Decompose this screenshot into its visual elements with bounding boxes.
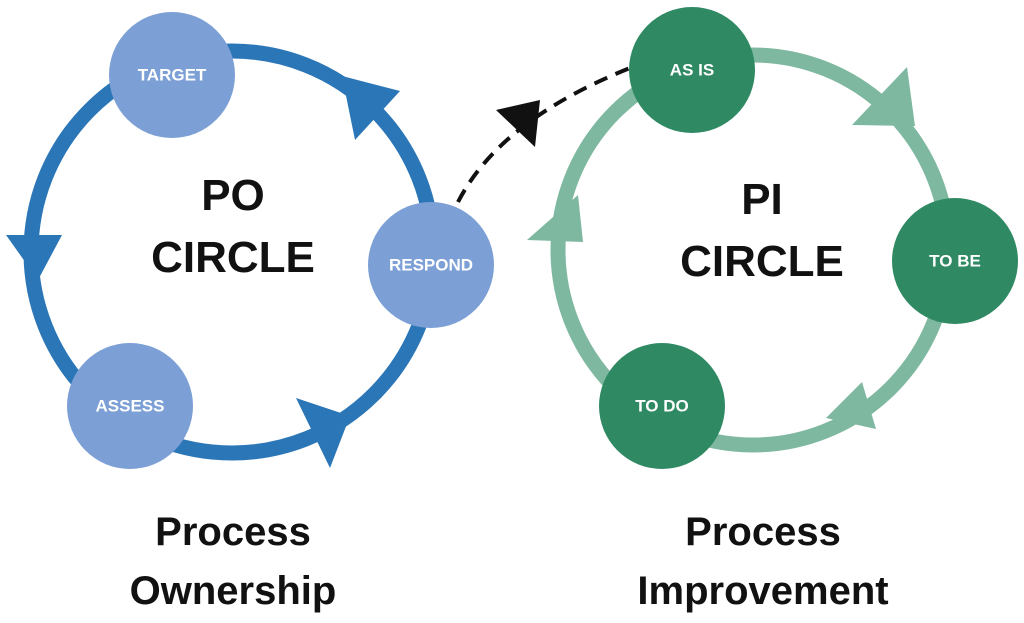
pi-node-to-do[interactable]: TO DO [599, 343, 725, 469]
pi-node-to-be[interactable]: TO BE [892, 198, 1018, 324]
po-title-line1: PO [201, 171, 265, 220]
respond-to-as-is-connector [456, 66, 631, 203]
to-be-node-label: TO BE [929, 252, 981, 271]
po-arrow-top-right [342, 76, 400, 140]
to-be-node-circle [892, 198, 1018, 324]
pi-circle-group: AS IS TO BE TO DO PI CIRCLE Process Impr… [527, 7, 1018, 613]
po-caption-line2: Ownership [130, 569, 337, 613]
po-title-line2: CIRCLE [151, 233, 315, 282]
po-circle-group: TARGET RESPOND ASSESS PO CIRCLE Process … [6, 12, 494, 613]
pi-caption-line1: Process [685, 510, 841, 554]
as-is-node-label: AS IS [670, 61, 714, 80]
to-do-node-circle [599, 343, 725, 469]
target-node-circle [109, 12, 235, 138]
as-is-node-circle [629, 7, 755, 133]
respond-node-label: RESPOND [389, 256, 473, 275]
po-node-target[interactable]: TARGET [109, 12, 235, 138]
pi-title-line2: CIRCLE [680, 237, 844, 286]
pi-title-line1: PI [741, 175, 783, 224]
pi-caption-line2: Improvement [637, 569, 888, 613]
respond-node-circle [368, 202, 494, 328]
po-arrow-left [6, 235, 62, 280]
pi-arrow-top-right [852, 67, 915, 126]
po-node-respond[interactable]: RESPOND [368, 202, 494, 328]
po-node-assess[interactable]: ASSESS [67, 343, 193, 469]
pi-node-as-is[interactable]: AS IS [629, 7, 755, 133]
po-caption-line1: Process [155, 510, 311, 554]
to-do-node-label: TO DO [635, 397, 689, 416]
assess-node-label: ASSESS [96, 397, 165, 416]
pi-arrow-bottom-right [826, 382, 876, 429]
target-node-label: TARGET [138, 66, 207, 85]
po-arrow-bottom-right [296, 398, 350, 468]
connector-arrowhead [496, 100, 540, 147]
pi-arrow-left [527, 195, 583, 242]
assess-node-circle [67, 343, 193, 469]
